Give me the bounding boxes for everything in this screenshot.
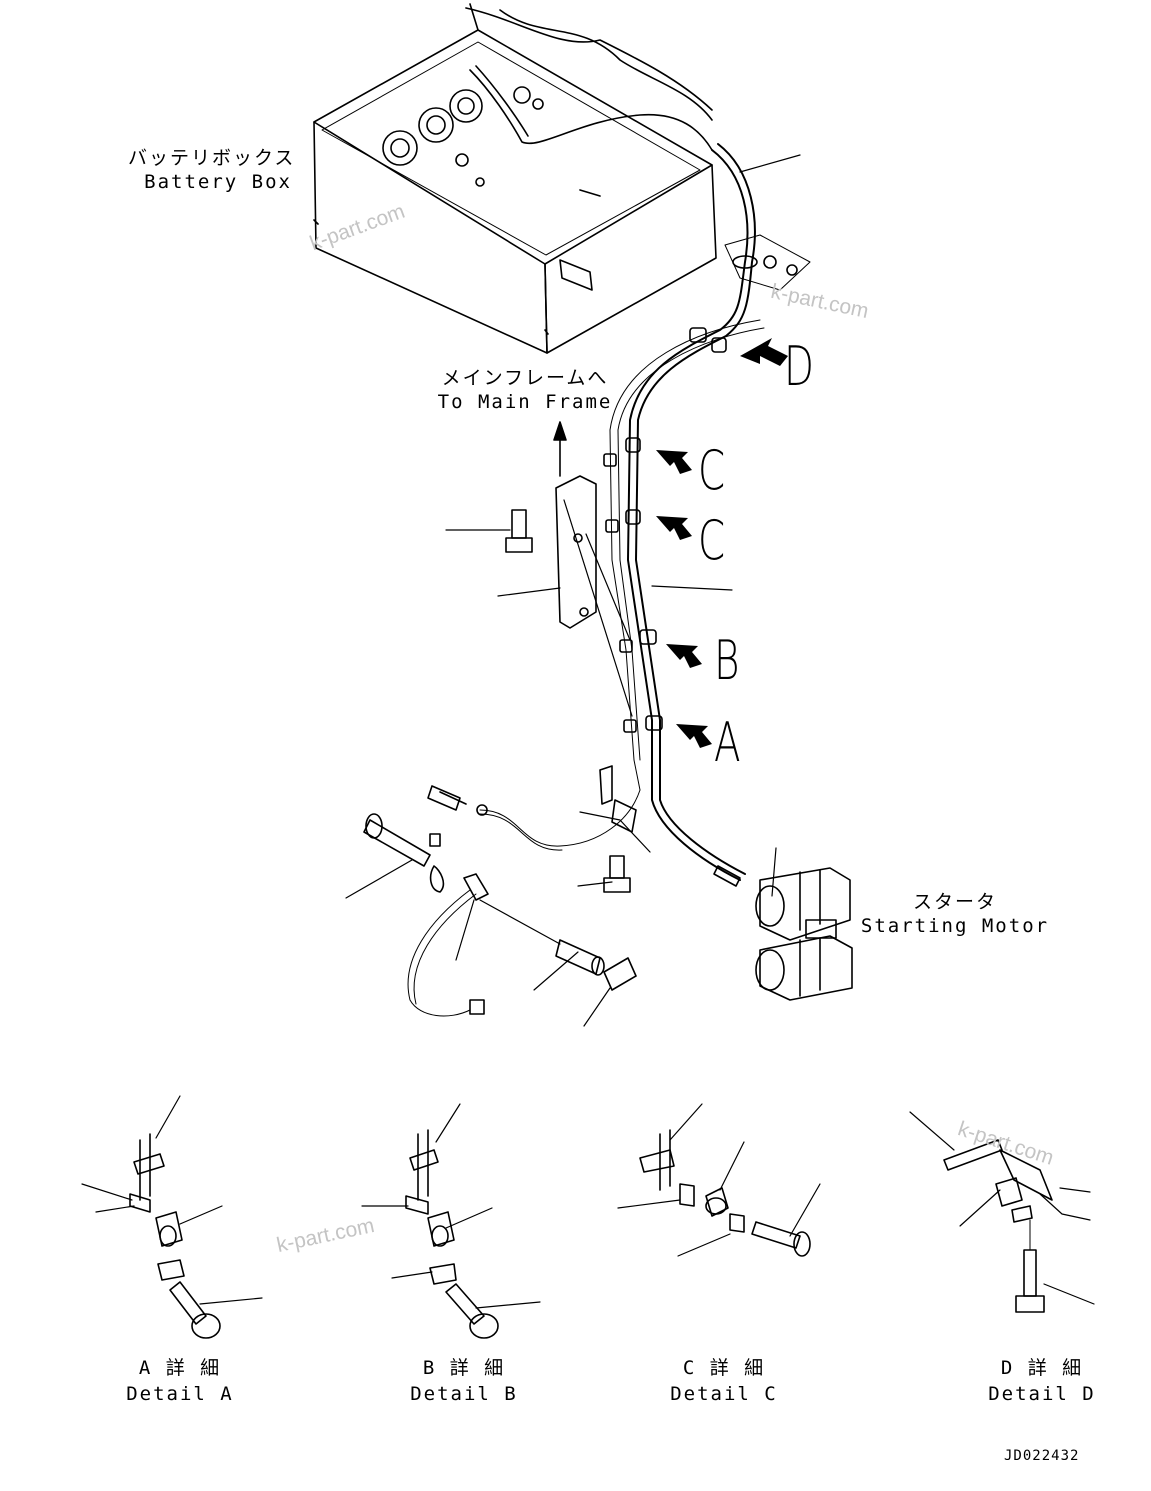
callout-a: A xyxy=(714,711,741,774)
battery-box-label-en: Battery Box xyxy=(144,171,292,193)
detail-d-label-en: Detail D xyxy=(988,1383,1096,1405)
main-frame-label-jp: メインフレームへ xyxy=(441,367,609,389)
starter-label-en: Starting Motor xyxy=(860,915,1050,937)
detail-b-label-jp: B 詳 細 xyxy=(422,1357,506,1379)
detail-a-label-jp: A 詳 細 xyxy=(138,1357,222,1379)
bolt-1 xyxy=(505,509,533,553)
battery-box xyxy=(313,3,717,354)
callout-c-lower: C xyxy=(698,509,726,572)
leader-lines xyxy=(345,154,801,1027)
main-frame-label-en: To Main Frame xyxy=(437,391,613,413)
detail-d xyxy=(909,1111,1095,1313)
detail-b xyxy=(361,1103,541,1339)
starter-motors xyxy=(755,867,853,1001)
detail-c-label-en: Detail C xyxy=(670,1383,778,1405)
main-cable xyxy=(603,143,811,887)
detail-c xyxy=(617,1103,821,1257)
drawing-code: JD022432 xyxy=(1004,1448,1080,1464)
detail-d-label-jp: D 詳 細 xyxy=(1000,1357,1084,1379)
callout-b: B xyxy=(714,629,740,692)
battery-box-label-jp: バッテリボックス xyxy=(128,147,296,169)
detail-c-label-jp: C 詳 細 xyxy=(682,1357,766,1379)
callout-d: D xyxy=(784,335,814,398)
cover-plate xyxy=(553,421,597,629)
callout-c-upper: C xyxy=(698,439,726,502)
detail-a xyxy=(81,1095,263,1339)
ground-strap xyxy=(363,765,641,1017)
starter-label-jp: スタータ xyxy=(912,891,997,913)
callout-arrows xyxy=(656,338,788,748)
detail-b-label-en: Detail B xyxy=(410,1383,518,1405)
detail-a-label-en: Detail A xyxy=(126,1383,234,1405)
